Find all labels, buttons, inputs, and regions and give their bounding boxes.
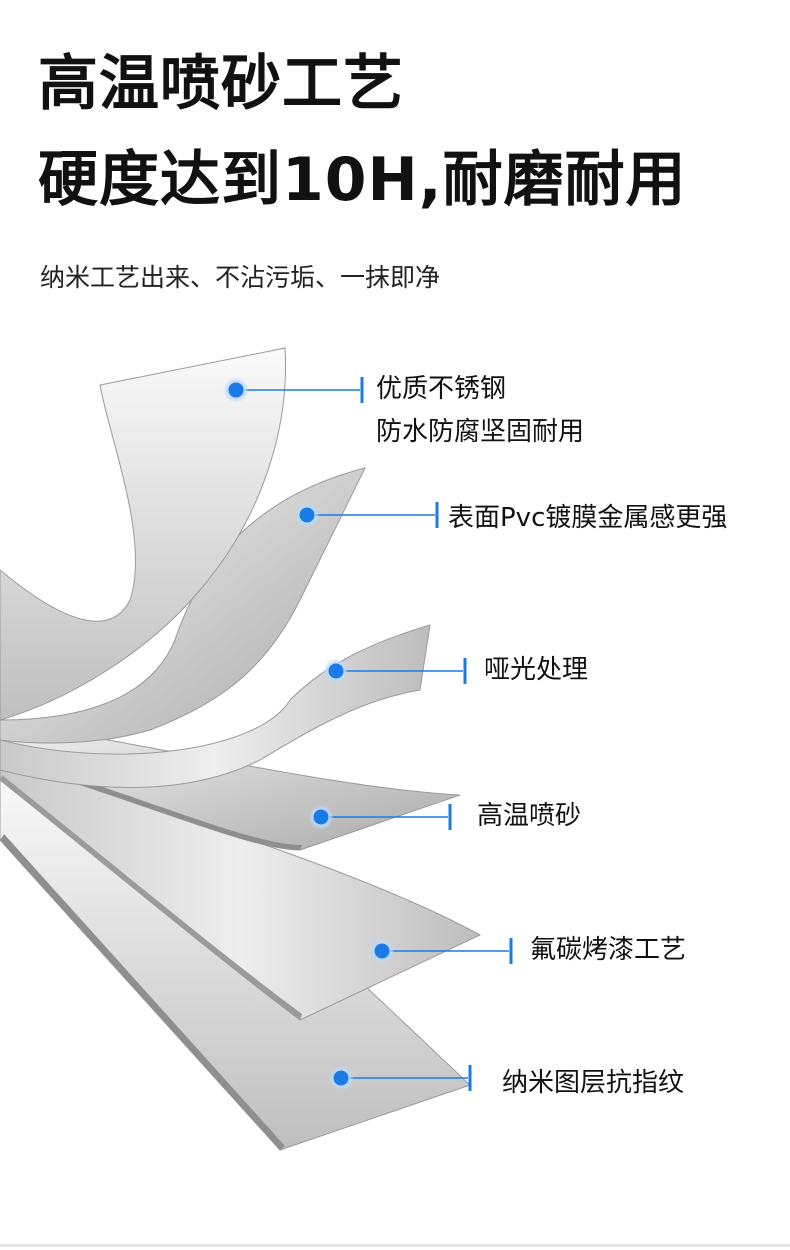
- layer-label-1: 优质不锈钢 防水防腐坚固耐用: [376, 368, 584, 454]
- subtitle: 纳米工艺出来、不沾污垢、一抹即净: [40, 263, 441, 292]
- callout-6: [328, 1065, 472, 1091]
- layer-label-5: 氟碳烤漆工艺: [530, 935, 687, 965]
- layer-sheet-1: [0, 347, 287, 721]
- callout-3: [323, 658, 467, 684]
- layer-label-3: 哑光处理: [484, 655, 589, 685]
- layer-label-1-line-1: 优质不锈钢: [376, 374, 507, 404]
- layer-label-6: 纳米图层抗指纹: [502, 1068, 685, 1098]
- callout-4: [308, 804, 452, 830]
- callout-5: [369, 938, 513, 964]
- bottom-divider: [0, 1244, 790, 1247]
- layer-label-2: 表面Pvc镀膜金属感更强: [448, 503, 728, 533]
- headline-line-1: 高温喷砂工艺: [38, 49, 404, 119]
- layer-sheet-2: [0, 467, 366, 744]
- callout-2: [294, 502, 439, 528]
- callout-1: [223, 377, 364, 403]
- layer-label-1-line-2: 防水防腐坚固耐用: [376, 416, 585, 447]
- layer-sheet-3: [0, 624, 431, 788]
- headline-line-2: 硬度达到10H,耐磨耐用: [38, 145, 687, 215]
- layer-label-4: 高温喷砂: [477, 801, 582, 831]
